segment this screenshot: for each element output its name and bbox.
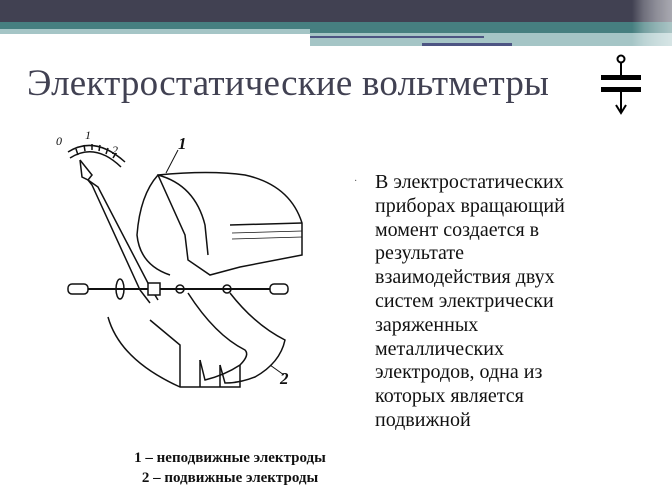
header-dark-band bbox=[0, 0, 672, 22]
body-line: систем электрически bbox=[375, 289, 554, 312]
body-line: взаимодействия двух bbox=[375, 266, 555, 289]
callout-2: 2 bbox=[279, 369, 289, 388]
figure-legend: 1 – неподвижные электроды 2 – подвижные … bbox=[100, 448, 360, 488]
body-paragraph: В электростатических приборах вращающий … bbox=[375, 171, 625, 433]
body-line: заряженных bbox=[375, 313, 479, 336]
body-line: В электростатических bbox=[375, 171, 564, 193]
scale-label-1: 1 bbox=[85, 128, 91, 142]
legend-line-2: 2 – подвижные электроды bbox=[141, 470, 319, 486]
body-line: результате bbox=[375, 242, 465, 265]
body-line: электродов, одна из bbox=[375, 361, 543, 384]
electrostatic-voltmeter-diagram: 0 1 2 1 2 bbox=[56, 128, 303, 388]
body-line: которых является bbox=[375, 385, 524, 408]
body-line: момент создается в bbox=[375, 218, 540, 241]
scale-label-2: 2 bbox=[112, 143, 118, 157]
bullet-marker: · bbox=[354, 176, 358, 187]
scale-label-0: 0 bbox=[56, 134, 62, 148]
capacitor-symbol-icon bbox=[601, 54, 641, 115]
header-accent-line bbox=[422, 43, 512, 46]
callout-1: 1 bbox=[178, 134, 187, 153]
body-line: приборах вращающий bbox=[375, 194, 565, 217]
body-line: подвижной bbox=[375, 408, 471, 431]
slide-title: Электростатические вольтметры bbox=[27, 63, 550, 104]
legend-line-1: 1 – неподвижные электроды bbox=[134, 450, 326, 466]
body-line: металлических bbox=[375, 337, 504, 360]
header-light-band-left bbox=[0, 29, 310, 34]
header-edge-fade bbox=[632, 0, 672, 46]
header-teal-band bbox=[0, 22, 672, 33]
header-accent-line bbox=[310, 36, 484, 38]
